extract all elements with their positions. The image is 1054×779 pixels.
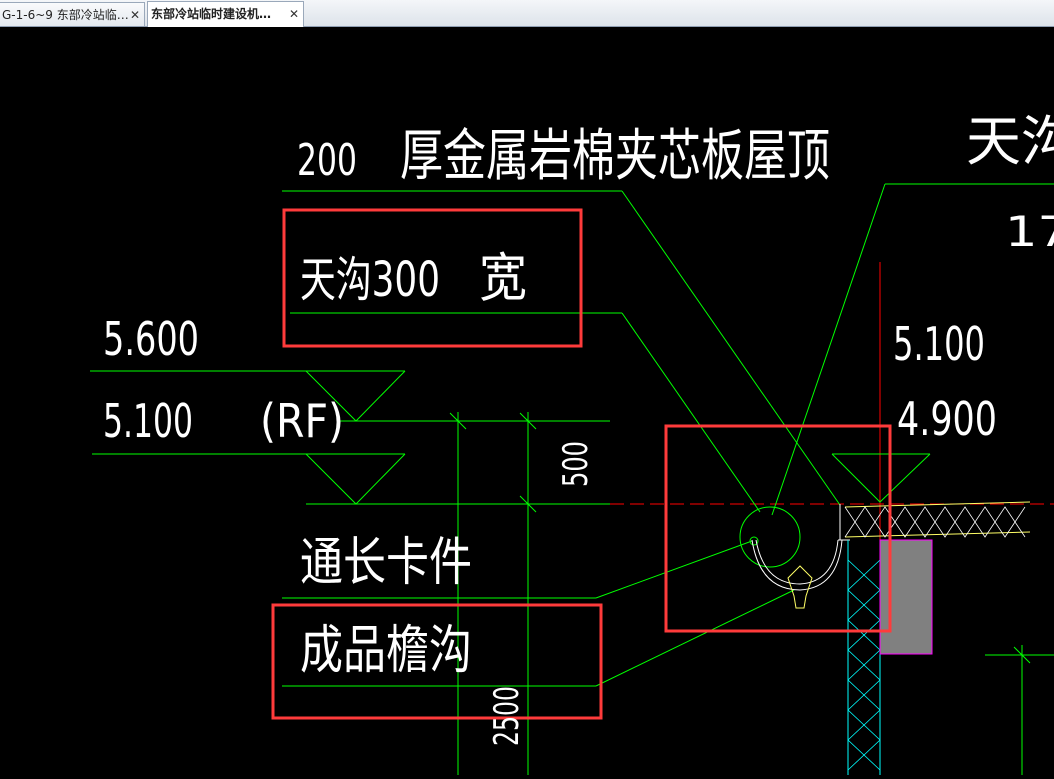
gutter-width-text: 天沟300 (300, 252, 440, 308)
tab-drawing-1[interactable]: G-1-6~9 东部冷站临… ✕ (0, 2, 145, 26)
finished-gutter-text: 成品檐沟 (300, 621, 472, 681)
wall-section (879, 539, 933, 655)
highlight-boxes (271, 208, 892, 720)
dimension-2500-text: 2500 (487, 686, 527, 746)
dimension-500-text: 500 (556, 441, 596, 487)
continuous-clip-text: 通长卡件 (300, 533, 472, 593)
roof-label-text: 厚金属岩棉夹芯板屋顶 (400, 124, 830, 189)
close-icon[interactable]: ✕ (288, 7, 299, 21)
tab-drawing-1-label: G-1-6~9 东部冷站临… (2, 8, 129, 22)
tab-drawing-2-label: 东部冷站临时建设机… (151, 7, 272, 21)
elevation-5600-text: 5.600 (103, 312, 199, 366)
rf-level-text: (RF) (260, 394, 344, 448)
close-icon[interactable]: ✕ (129, 8, 140, 22)
tab-drawing-2[interactable]: 东部冷站临时建设机… ✕ (147, 1, 304, 27)
gutter-top-right-text: 天沟 (966, 110, 1054, 173)
gutter-width-unit-text: 宽 (479, 249, 527, 309)
elevation-5100-left-text: 5.100 (103, 394, 193, 448)
elevation-4900-text: 4.900 (897, 392, 997, 446)
standard-ref-text: 17J (1005, 207, 1054, 256)
document-tab-bar: G-1-6~9 东部冷站临… ✕ 东部冷站临时建设机… ✕ (0, 0, 1054, 27)
drawing-text: 200 厚金属岩棉夹芯板屋顶 天沟 17J 天沟300 宽 5.600 5.10… (103, 110, 1054, 746)
cad-drawing-canvas[interactable]: 200 厚金属岩棉夹芯板屋顶 天沟 17J 天沟300 宽 5.600 5.10… (0, 27, 1054, 775)
gutter-detail (751, 501, 1031, 775)
cad-drawing: 200 厚金属岩棉夹芯板屋顶 天沟 17J 天沟300 宽 5.600 5.10… (90, 110, 1054, 775)
green-annotation-lines (90, 183, 1054, 775)
roof-thickness-text: 200 (297, 135, 357, 186)
elevation-5100-right-text: 5.100 (893, 317, 985, 371)
